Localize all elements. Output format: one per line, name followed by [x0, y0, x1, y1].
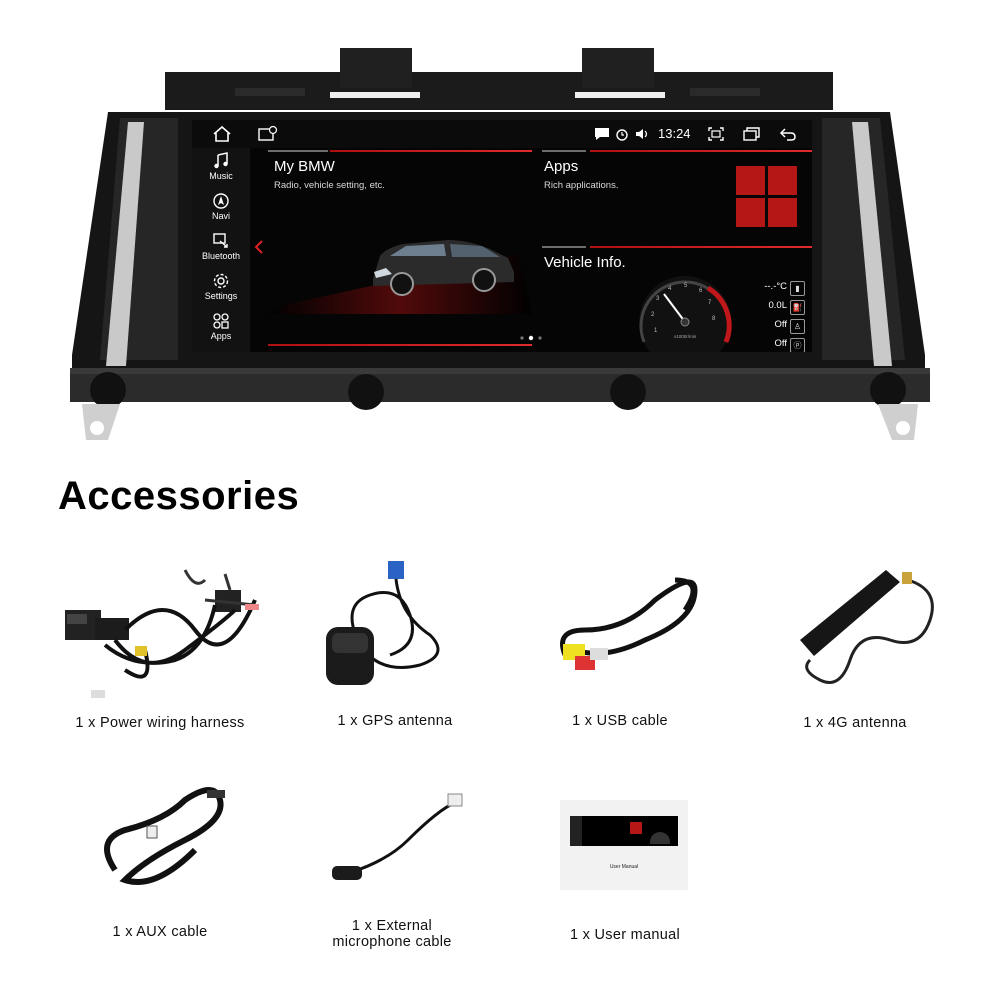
- accessory-caption-line: 1 x External: [351, 918, 433, 934]
- vehicle-info-title: Vehicle Info.: [544, 254, 626, 271]
- card-divider: [542, 150, 586, 152]
- apps-title: Apps: [544, 158, 579, 175]
- sidebar-item-apps[interactable]: Apps: [192, 312, 250, 352]
- app-tile: [768, 166, 797, 195]
- gauge-tick: 1: [654, 328, 658, 334]
- sidebar-item-music[interactable]: Music: [192, 152, 250, 192]
- accessory-caption: 1 x External microphone cable: [300, 918, 484, 950]
- gps-antenna-image: [326, 561, 440, 685]
- card-accent-line: [330, 150, 532, 152]
- chevron-left-icon[interactable]: [254, 240, 264, 254]
- screen-off-icon[interactable]: [258, 125, 278, 143]
- fuel-icon: ⛽: [790, 300, 805, 315]
- navigation-icon: [213, 193, 229, 209]
- manual-cover-title: User Manual: [609, 864, 639, 870]
- home-icon[interactable]: [212, 125, 232, 143]
- sidebar-item-label: Music: [209, 171, 233, 181]
- vehicle-info-seatbelt: Off ♙: [755, 319, 805, 334]
- section-heading: Accessories: [58, 474, 300, 518]
- sidebar-item-bluetooth[interactable]: Bluetooth: [192, 232, 250, 272]
- usb-cable-image: [560, 577, 698, 670]
- external-microphone-cable-image: [332, 793, 463, 880]
- sidebar: Music Navi Bluetooth Settings Apps: [192, 148, 250, 352]
- apps-icon: [213, 313, 229, 329]
- card-accent-line: [590, 246, 812, 248]
- accessory-caption: 1 x Power wiring harness: [75, 715, 245, 731]
- car-image: [268, 240, 532, 314]
- music-icon: [214, 152, 228, 169]
- user-manual-image: User Manual: [560, 800, 688, 890]
- gauge-tick: 3: [656, 296, 660, 302]
- tachometer-gauge: 1 2 3 4 5 6 7 8 x1000r/min: [639, 276, 732, 352]
- volume-icon: [633, 125, 653, 143]
- apps-card[interactable]: Apps Rich applications.: [542, 154, 812, 242]
- vehicle-info-parking-brake: Off ⓟ: [755, 338, 805, 352]
- card-bottom-line: [268, 344, 532, 346]
- card-divider: [268, 150, 328, 152]
- clock: 13:24: [658, 126, 691, 141]
- parking-brake-icon: ⓟ: [790, 338, 805, 352]
- accessory-caption: 1 x AUX cable: [112, 924, 208, 940]
- alarm-icon: [612, 125, 632, 143]
- sidebar-item-settings[interactable]: Settings: [192, 272, 250, 312]
- gauge-tick: 5: [684, 283, 688, 289]
- accessory-caption: 1 x 4G antenna: [803, 715, 907, 731]
- card-accent-line: [590, 150, 812, 152]
- vehicle-info-value: --.-°C: [764, 281, 787, 292]
- accessory-caption-line: microphone cable: [332, 934, 452, 950]
- power-wiring-harness-image: [65, 569, 259, 698]
- gauge-tick: 8: [712, 316, 716, 322]
- vehicle-info-temperature: --.-°C ▮: [755, 281, 805, 296]
- app-tile: [736, 166, 765, 195]
- seatbelt-icon: ♙: [790, 319, 805, 334]
- manual-cover-screen: [570, 816, 678, 846]
- sidebar-item-label: Bluetooth: [201, 251, 241, 261]
- status-bar: 13:24: [192, 120, 812, 148]
- home-dashboard: My BMW Radio, vehicle setting, etc.: [250, 148, 812, 352]
- bluetooth-phone-icon: [213, 233, 228, 248]
- sidebar-item-navi[interactable]: Navi: [192, 192, 250, 232]
- app-tile: [768, 198, 797, 227]
- fullscreen-icon[interactable]: [706, 125, 726, 143]
- gear-icon: [213, 273, 229, 289]
- my-bmw-title: My BMW: [274, 158, 335, 175]
- sidebar-item-label: Settings: [204, 291, 238, 301]
- app-tile: [736, 198, 765, 227]
- infotainment-screen: 13:24 Music Navi Bluetooth Settings: [192, 120, 812, 352]
- my-bmw-subtitle: Radio, vehicle setting, etc.: [274, 180, 385, 191]
- gauge-tick: 6: [699, 288, 703, 294]
- apps-subtitle: Rich applications.: [544, 180, 619, 191]
- recent-apps-icon[interactable]: [742, 125, 762, 143]
- accessory-caption: 1 x USB cable: [572, 713, 668, 729]
- gauge-tick: 4: [668, 286, 672, 292]
- sidebar-item-label: Navi: [211, 211, 230, 221]
- accessory-caption: 1 x GPS antenna: [337, 713, 453, 729]
- vehicle-info-card[interactable]: Vehicle Info.: [542, 250, 812, 348]
- my-bmw-card[interactable]: My BMW Radio, vehicle setting, etc.: [268, 154, 532, 344]
- vehicle-info-value: Off: [774, 338, 788, 349]
- vehicle-info-fuel: 0.0L ⛽: [755, 300, 805, 315]
- gauge-unit-label: x1000r/min: [674, 334, 697, 339]
- back-icon[interactable]: [778, 125, 798, 143]
- message-icon: [592, 125, 612, 143]
- 4g-antenna-image: [800, 570, 934, 684]
- vehicle-info-value: 0.0L: [768, 300, 788, 311]
- card-divider: [542, 246, 586, 248]
- thermometer-icon: ▮: [790, 281, 805, 296]
- aux-cable-image: [104, 787, 225, 885]
- accessory-caption: 1 x User manual: [569, 927, 681, 943]
- gauge-tick: 2: [651, 312, 655, 318]
- gauge-tick: 7: [708, 300, 712, 306]
- sidebar-item-label: Apps: [210, 331, 232, 341]
- vehicle-info-value: Off: [774, 319, 788, 330]
- page-indicator: [520, 335, 542, 341]
